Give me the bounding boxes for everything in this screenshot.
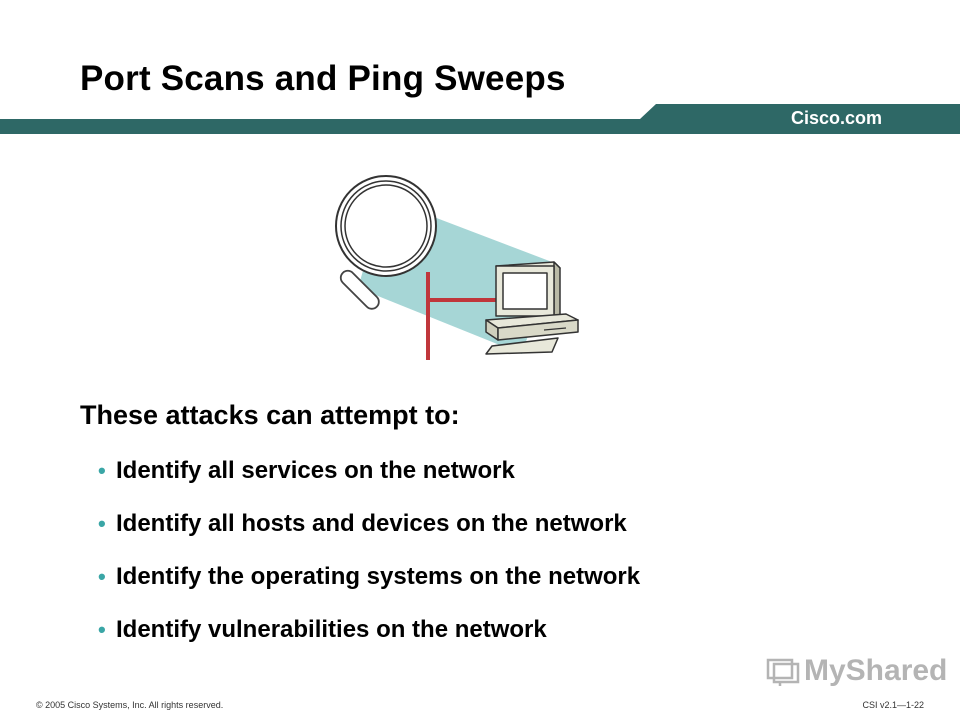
list-item: • Identify the operating systems on the … [98,562,640,615]
list-item: • Identify all services on the network [98,456,640,509]
watermark: MyShared [766,654,947,688]
magnifying-glass-icon [335,175,437,310]
list-item: • Identify vulnerabilities on the networ… [98,615,640,668]
bullet-text: Identify all services on the network [116,457,515,484]
bullet-list: • Identify all services on the network •… [98,456,640,668]
scan-illustration [335,175,579,360]
bullet-text: Identify all hosts and devices on the ne… [116,510,627,537]
slide-title: Port Scans and Ping Sweeps [80,59,566,98]
intro-text: These attacks can attempt to: [80,400,460,430]
network-cable-icon [426,272,496,360]
bullet-icon: • [98,564,106,589]
presentation-icon [766,658,800,686]
bullet-icon: • [98,511,106,536]
bullet-text: Identify the operating systems on the ne… [116,563,641,590]
bullet-icon: • [98,617,106,642]
list-item: • Identify all hosts and devices on the … [98,509,640,562]
computer-icon [485,261,579,355]
bullet-text: Identify vulnerabilities on the network [116,616,547,643]
slide-number: CSI v2.1—1-22 [862,700,924,710]
brand-logo-text: Cisco.com [790,108,882,128]
bullet-icon: • [98,458,106,483]
copyright-footer: © 2005 Cisco Systems, Inc. All rights re… [36,700,224,710]
watermark-text: MyShared [804,654,948,687]
header-bar [0,104,960,134]
